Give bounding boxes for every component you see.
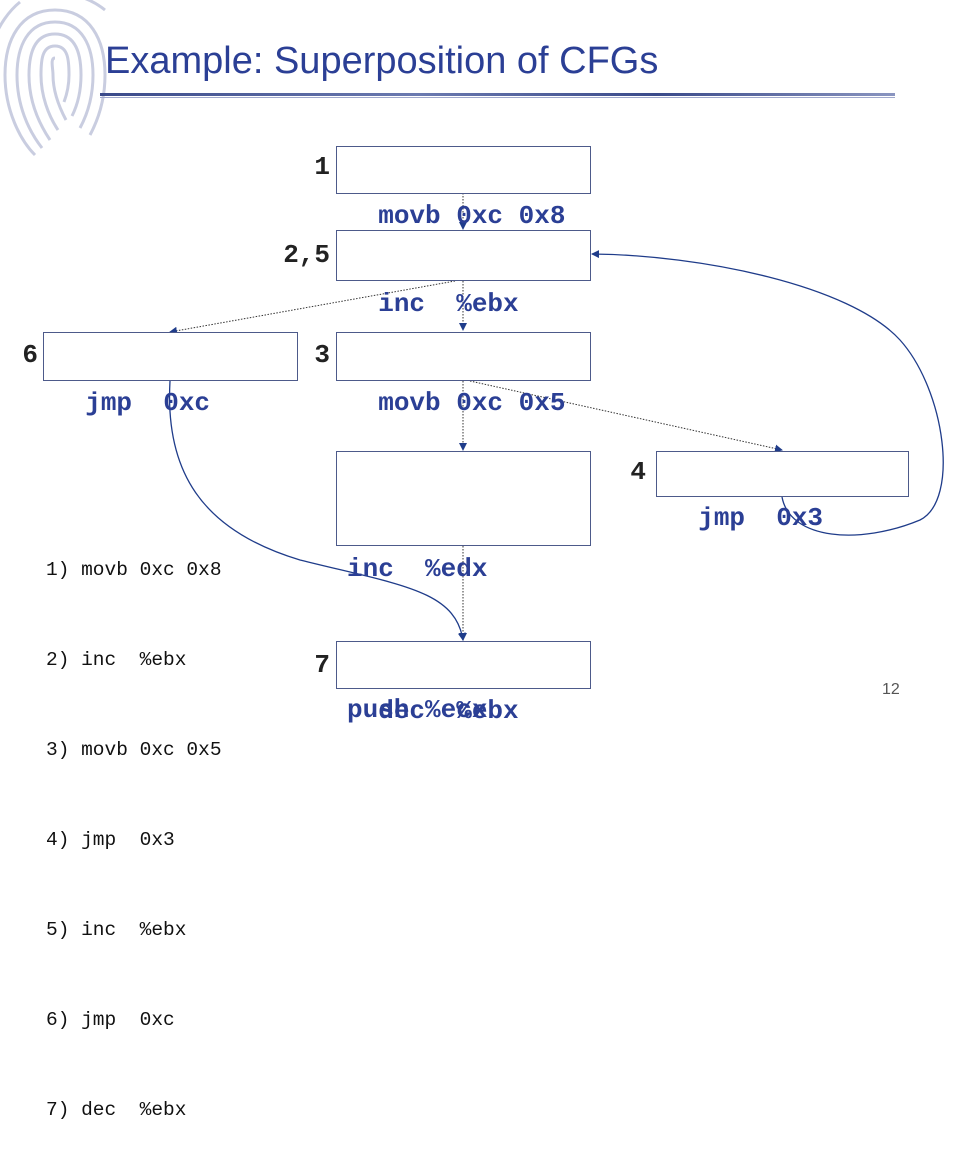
listing-line: 2) inc %ebx <box>46 649 187 671</box>
node-label-25: 2,5 <box>283 240 330 270</box>
node-code-7: dec %ebx <box>378 696 519 726</box>
edge-3-to-4 <box>469 380 783 453</box>
fingerprint-logo <box>0 0 107 157</box>
listing-line: 7) dec %ebx <box>46 1099 187 1121</box>
node-label-1: 1 <box>314 152 330 182</box>
cfg-node-25: inc %ebx <box>336 230 591 319</box>
slide-title: Example: Superposition of CFGs <box>105 40 659 82</box>
node-code-3: movb 0xc 0x5 <box>378 388 566 418</box>
listing-line: 5) inc %ebx <box>46 919 187 941</box>
cfg-node-mid: inc %edx push %ecx <box>336 451 591 725</box>
page-number: 12 <box>882 681 900 698</box>
title-underline-thin <box>100 97 895 98</box>
cfg-node-7: dec %ebx <box>336 641 591 726</box>
cfg-node-4: jmp 0x3 <box>656 451 909 533</box>
edge-25-to-6 <box>169 280 456 335</box>
node-code-mid-line1: inc %edx <box>347 554 488 584</box>
edge-4-to-25 <box>591 250 944 536</box>
node-code-25: inc %ebx <box>378 289 519 319</box>
node-code-1: movb 0xc 0x8 <box>378 201 566 231</box>
listing-line: 6) jmp 0xc <box>46 1009 175 1031</box>
node-label-3: 3 <box>314 340 330 370</box>
node-label-4: 4 <box>630 457 646 487</box>
cfg-edges <box>168 193 944 641</box>
node-label-7: 7 <box>314 650 330 680</box>
cfg-node-1: movb 0xc 0x8 <box>336 146 591 231</box>
node-label-6: 6 <box>22 340 38 370</box>
instruction-listing: 1) movb 0xc 0x8 2) inc %ebx 3) movb 0xc … <box>46 495 222 1155</box>
listing-line: 3) movb 0xc 0x5 <box>46 739 222 761</box>
listing-line: 4) jmp 0x3 <box>46 829 175 851</box>
cfg-node-3: movb 0xc 0x5 <box>336 332 591 418</box>
node-code-4: jmp 0x3 <box>698 503 824 533</box>
listing-line: 1) movb 0xc 0x8 <box>46 559 222 581</box>
edge-6-to-7 <box>168 380 466 641</box>
node-code-6: jmp 0xc <box>85 388 211 418</box>
title-underline <box>100 93 895 96</box>
cfg-node-6: jmp 0xc <box>43 332 298 418</box>
